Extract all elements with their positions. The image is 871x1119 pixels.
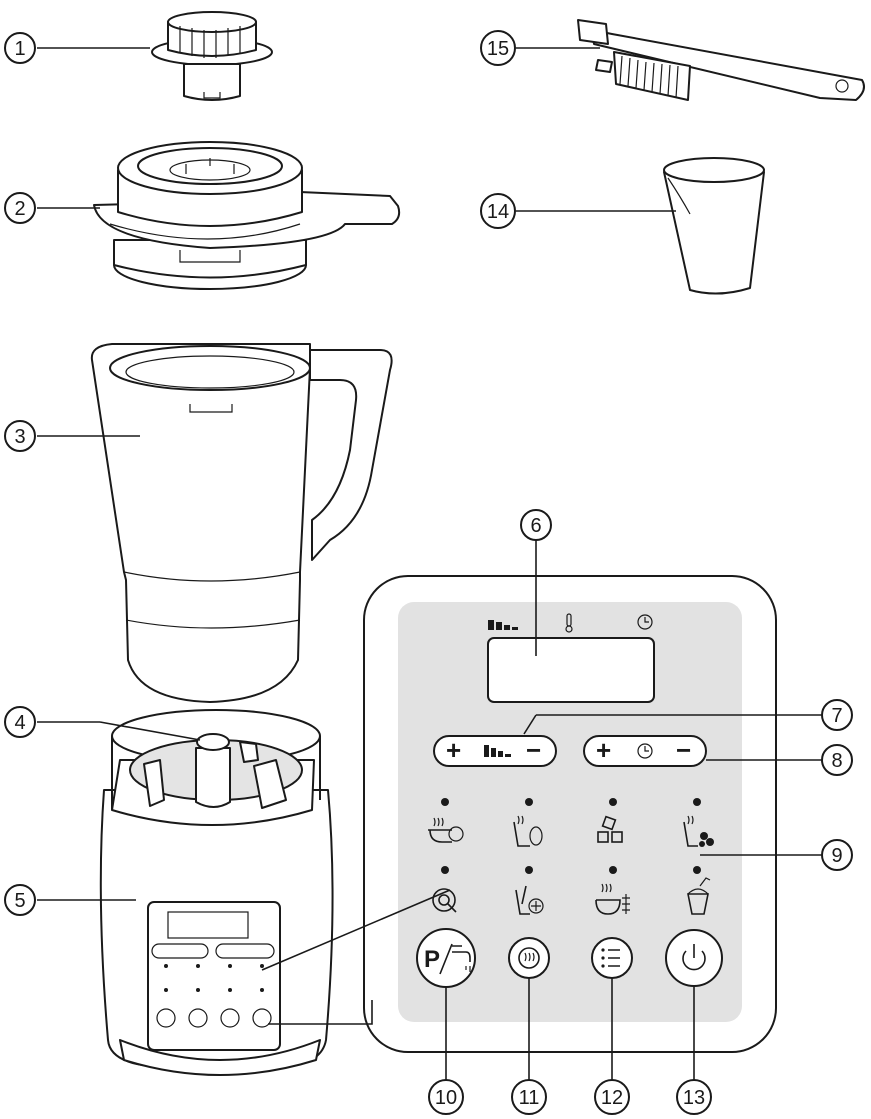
callout-number: 5 xyxy=(14,890,25,912)
callout-14: 14 xyxy=(481,194,515,228)
callout-number: 11 xyxy=(519,1087,540,1109)
callout-number: 7 xyxy=(831,705,842,727)
measuring-cap xyxy=(152,12,272,100)
power-button[interactable] xyxy=(666,930,722,986)
callout-15: 15 xyxy=(481,31,515,65)
speed-minus-button[interactable]: − xyxy=(526,735,541,765)
keep-warm-button[interactable] xyxy=(509,938,549,978)
motor-base xyxy=(101,710,333,1075)
callout-12: 12 xyxy=(595,1080,629,1114)
callout-number: 6 xyxy=(530,515,541,537)
callout-6: 6 xyxy=(521,510,551,540)
callout-2: 2 xyxy=(5,193,35,223)
jug-lid xyxy=(94,142,399,289)
pulse-button-label: P xyxy=(424,946,440,973)
pulse-rinse-button[interactable]: P xyxy=(417,929,475,987)
callout-5: 5 xyxy=(5,885,35,915)
time-plus-button[interactable]: + xyxy=(596,735,611,765)
callout-10: 10 xyxy=(429,1080,463,1114)
callout-number: 15 xyxy=(487,38,509,60)
callout-number: 4 xyxy=(14,712,25,734)
measuring-cup xyxy=(664,158,764,294)
callout-number: 3 xyxy=(14,426,25,448)
control-panel: + − + − xyxy=(364,576,776,1052)
callout-7: 7 xyxy=(822,700,852,730)
callout-4: 4 xyxy=(5,707,35,737)
callout-number: 12 xyxy=(601,1087,623,1109)
callout-11: 11 xyxy=(512,1080,546,1114)
callout-number: 13 xyxy=(683,1087,705,1109)
callout-number: 2 xyxy=(14,198,25,220)
callout-1: 1 xyxy=(5,33,35,63)
callout-number: 10 xyxy=(435,1087,457,1109)
lcd-display xyxy=(488,638,654,702)
callout-8: 8 xyxy=(822,745,852,775)
callout-3: 3 xyxy=(5,421,35,451)
cleaning-brush xyxy=(578,20,864,100)
time-adjust-group[interactable]: + − xyxy=(584,735,706,766)
callout-number: 1 xyxy=(14,38,25,60)
callout-number: 9 xyxy=(831,845,842,867)
callout-number: 8 xyxy=(831,750,842,772)
speed-plus-button[interactable]: + xyxy=(446,735,461,765)
callout-number: 14 xyxy=(487,201,509,223)
callout-9: 9 xyxy=(822,840,852,870)
speed-adjust-group[interactable]: + − xyxy=(434,735,556,766)
blender-jug xyxy=(92,344,392,702)
menu-button[interactable] xyxy=(592,938,632,978)
time-minus-button[interactable]: − xyxy=(676,735,691,765)
callout-13: 13 xyxy=(677,1080,711,1114)
